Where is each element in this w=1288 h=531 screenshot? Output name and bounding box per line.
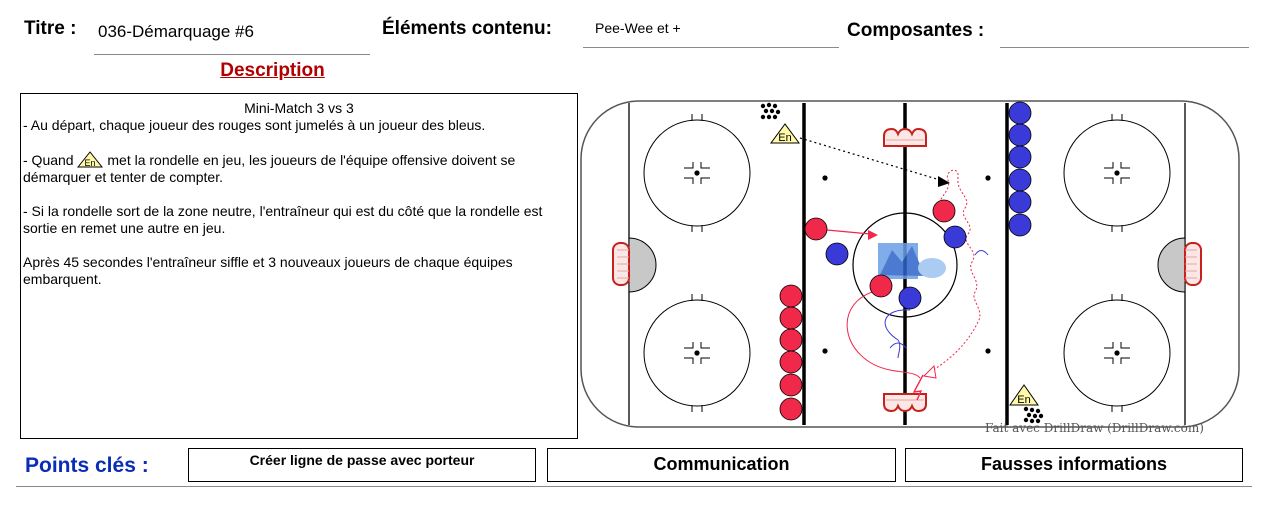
description-p4: Après 45 secondes l'entraîneur siffle et… — [23, 254, 513, 287]
faceoff-circle-top-left — [643, 114, 751, 232]
blue-stick-icon — [974, 250, 989, 256]
description-p3: - Si la rondelle sort de la zone neutre,… — [23, 203, 543, 236]
title-underline — [94, 54, 370, 55]
crease-right — [1157, 237, 1186, 293]
coach-bottom-label: En — [1017, 394, 1030, 406]
red-arrowhead — [868, 230, 878, 240]
description-p2-before: - Quand — [23, 152, 78, 168]
key-point-3[interactable]: Fausses informations — [905, 448, 1243, 482]
center-circle — [852, 212, 958, 318]
faceoff-circle-bottom-right — [1063, 294, 1171, 412]
blue-player — [943, 225, 967, 249]
title-value[interactable]: 036-Démarquage #6 — [98, 22, 254, 41]
coach-top-label: En — [778, 132, 791, 144]
coach-icon-label: En — [85, 158, 96, 168]
puck-pile-icon — [1023, 406, 1044, 424]
goal-right-icon — [1184, 242, 1202, 286]
blue-player — [825, 242, 849, 266]
goal-left-icon — [612, 242, 630, 286]
coach-icon: En — [77, 151, 104, 168]
bottom-divider — [16, 486, 1252, 487]
red-pass-line — [826, 229, 871, 235]
elements-label: Éléments contenu: — [382, 18, 552, 39]
key-point-1[interactable]: Créer ligne de passe avec porteur — [188, 448, 536, 482]
rink-diagram: En En — [580, 100, 1240, 430]
coach-top-icon: En — [770, 123, 800, 144]
coach-bottom-icon: En — [1009, 384, 1039, 406]
net-top-icon — [883, 127, 927, 147]
blue-stick-icon — [889, 342, 907, 349]
components-label: Composantes : — [847, 20, 985, 41]
elements-value[interactable]: Pee-Wee et + — [595, 20, 681, 36]
crease-left — [628, 237, 657, 293]
red-player — [804, 217, 828, 241]
red-curve-path — [846, 289, 921, 379]
description-heading: Description — [220, 60, 325, 81]
faceoff-circle-top-right — [1063, 114, 1171, 232]
description-p2: - Quand En met la rondelle en jeu, les j… — [23, 151, 575, 186]
puck-pass-line — [799, 137, 941, 181]
faceoff-dot — [985, 175, 991, 181]
puck-pile-icon — [760, 102, 781, 120]
components-underline — [1000, 47, 1249, 48]
blue-skate-path — [884, 309, 911, 359]
description-p1: - Au départ, chaque joueur des rouges so… — [23, 117, 486, 133]
faceoff-dot — [985, 348, 991, 354]
drilldraw-credit: Fait avec DrillDraw (DrillDraw.com) — [985, 421, 1204, 435]
faceoff-circle-bottom-left — [643, 294, 751, 412]
pass-arrowhead — [938, 176, 950, 187]
elements-underline — [583, 47, 839, 48]
description-p2-after: met la rondelle en jeu, les joueurs de l… — [23, 152, 516, 185]
red-player — [869, 274, 893, 298]
red-player — [932, 199, 956, 223]
red-skate-path — [929, 169, 981, 373]
center-logo-icon — [878, 243, 946, 279]
description-subtitle: Mini-Match 3 vs 3 — [244, 100, 354, 116]
title-label: Titre : — [24, 18, 77, 39]
red-shot-icon — [912, 374, 924, 401]
red-team-column — [779, 284, 803, 421]
blue-team-column — [1008, 101, 1032, 237]
blue-player — [898, 286, 922, 310]
net-bottom-icon — [883, 393, 927, 413]
red-path-arrowhead — [922, 364, 937, 379]
faceoff-dot — [822, 175, 828, 181]
faceoff-dot — [822, 348, 828, 354]
rink-svg: En En — [580, 100, 1240, 428]
key-point-2[interactable]: Communication — [547, 448, 896, 482]
key-points-label: Points clés : — [25, 454, 149, 477]
description-box[interactable]: Mini-Match 3 vs 3 - Au départ, chaque jo… — [20, 93, 578, 439]
